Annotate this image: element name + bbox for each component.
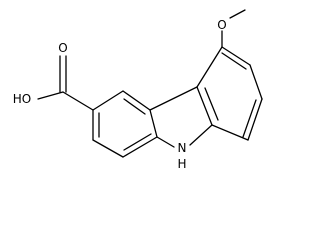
bond-c8a-c4b bbox=[196, 86, 213, 126]
bond-c3-cooh bbox=[62, 91, 94, 111]
bond-c4a-c4-inner bbox=[123, 98, 146, 115]
bond-c7-c8 bbox=[247, 98, 263, 141]
bond-c8a-n bbox=[189, 124, 213, 146]
bond-c7-c8-inner bbox=[242, 99, 257, 138]
bond-methyl-o bbox=[229, 9, 246, 19]
bond-c4b-c4a bbox=[149, 86, 198, 111]
nitrogen-hydrogen-label: H bbox=[177, 157, 186, 171]
bond-c4b-c5 bbox=[196, 46, 223, 88]
bond-c1-c9a bbox=[122, 136, 158, 158]
chemical-structure-diagram: O HO O N H bbox=[13, 9, 263, 171]
carbonyl-oxygen-label: O bbox=[58, 41, 67, 55]
bond-c8-c8a bbox=[211, 124, 249, 141]
bond-c4-c3 bbox=[92, 90, 124, 111]
bond-c6-c7 bbox=[249, 64, 263, 100]
bond-n-c9a bbox=[156, 136, 175, 148]
bond-c5-c6-inner bbox=[221, 52, 247, 70]
bond-c-oh bbox=[37, 91, 64, 100]
hydroxyl-label: HO bbox=[13, 92, 31, 106]
ring-nitrogen-label: N bbox=[178, 141, 187, 155]
bond-c2-c1 bbox=[92, 139, 124, 158]
bond-c8a-c4b-inner bbox=[204, 87, 219, 121]
bond-c4a-c4 bbox=[122, 90, 151, 111]
bond-c5-c6 bbox=[221, 46, 251, 66]
bond-c1-c9a-inner bbox=[123, 133, 152, 151]
methoxy-oxygen-label: O bbox=[217, 18, 226, 32]
bond-c9a-c4a bbox=[149, 109, 158, 138]
